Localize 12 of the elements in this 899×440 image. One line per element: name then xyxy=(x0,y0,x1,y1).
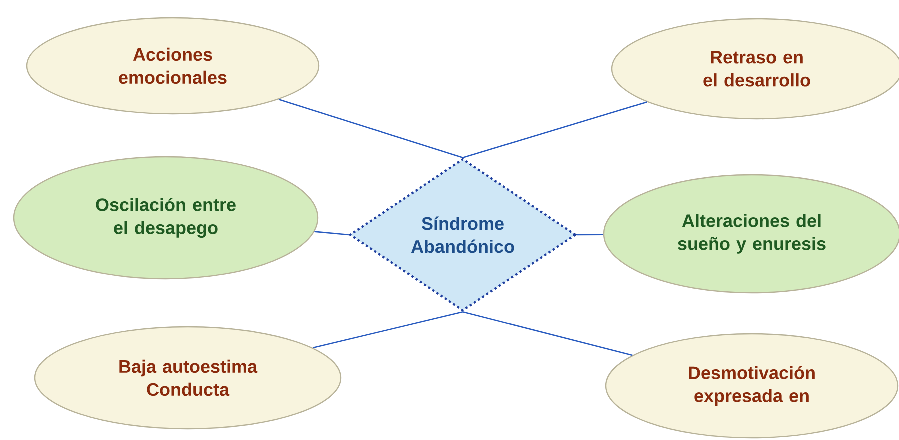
connector-line xyxy=(462,102,648,159)
ellipse-node: Desmotivación expresada en xyxy=(605,333,899,439)
ellipse-node: Alteraciones del sueño y enuresis xyxy=(603,174,899,294)
connector-line xyxy=(278,98,464,159)
connector-line xyxy=(577,234,604,236)
ellipse-node: Acciones emocionales xyxy=(26,17,320,115)
ellipse-node: Oscilación entre el desapego xyxy=(13,156,319,280)
ellipse-node: Baja autoestima Conducta xyxy=(34,326,342,430)
connector-line xyxy=(312,311,464,349)
connector-line xyxy=(462,311,633,356)
ellipse-node: Retraso en el desarrollo xyxy=(611,18,899,120)
connector-line xyxy=(314,231,349,236)
